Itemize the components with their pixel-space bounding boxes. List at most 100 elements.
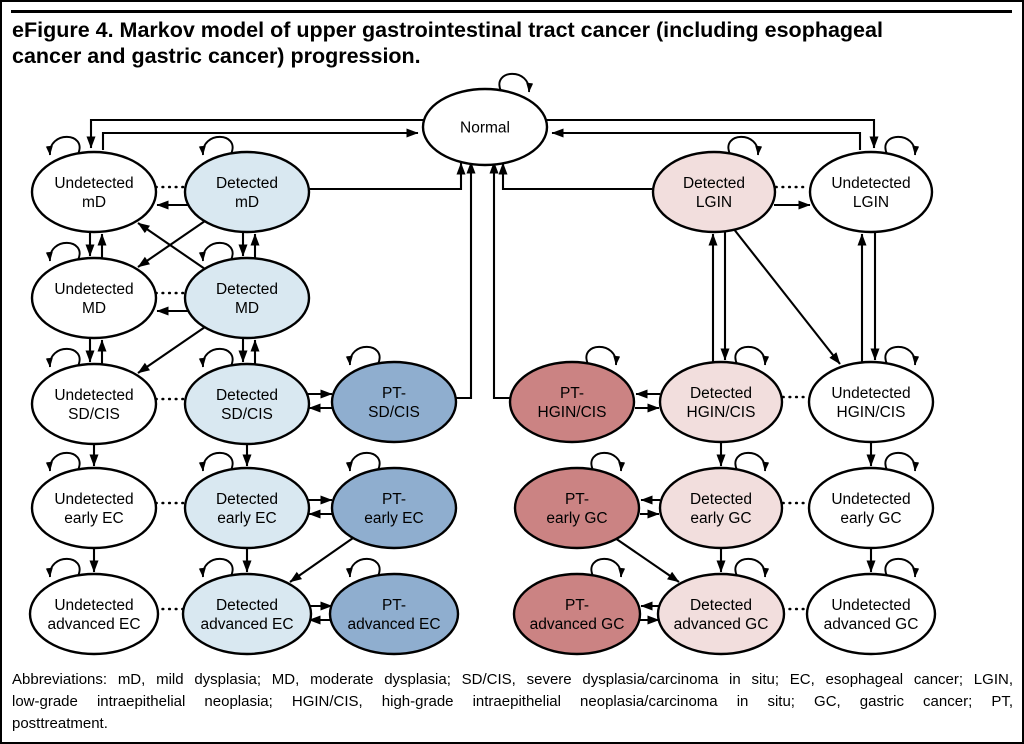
transitions	[85, 118, 880, 625]
self-loop-detected-MD	[198, 241, 234, 262]
self-loop-detected-advanced-EC	[198, 557, 234, 578]
abbreviations-line2: low-grade intraepithelial neoplasia; HGI…	[12, 693, 1013, 710]
state-ellipse-pt-advanced-GC	[512, 572, 642, 656]
self-loop-detected-SDCIS	[198, 347, 234, 368]
figure-title: eFigure 4. Markov model of upper gastroi…	[12, 17, 1014, 69]
transition-undetected-mD--normal	[101, 128, 419, 150]
self-loop-pt-HGINCIS	[585, 345, 621, 366]
state-ellipse-undetected-LGIN	[808, 150, 934, 234]
state-label-pt-early-EC: PT-early EC	[364, 491, 423, 527]
state-ellipse-detected-advanced-EC	[181, 572, 313, 656]
state-ellipse-normal	[421, 87, 549, 167]
self-loop-undetected-LGIN	[884, 135, 920, 156]
self-loop-undetected-advanced-GC	[884, 557, 920, 578]
abbreviations-line1: Abbreviations: mD, mild dysplasia; MD, m…	[12, 671, 1013, 688]
title-rule	[11, 10, 1012, 13]
state-pt-advanced-EC: PT-advanced EC	[328, 557, 460, 656]
state-normal: Normal	[421, 72, 549, 167]
self-loop-detected-mD	[198, 135, 234, 156]
state-ellipse-pt-HGINCIS	[508, 360, 636, 444]
abbreviations-note: Abbreviations: mD, mild dysplasia; MD, m…	[12, 669, 1013, 735]
state-ellipse-undetected-mD	[30, 150, 158, 234]
state-ellipse-undetected-SDCIS	[30, 362, 158, 446]
self-loop-undetected-early-EC	[45, 451, 81, 472]
self-loop-undetected-early-GC	[884, 451, 920, 472]
transition-undetected-LGIN--normal	[551, 128, 862, 150]
state-ellipse-undetected-advanced-GC	[805, 572, 937, 656]
state-label-pt-early-GC: PT-early GC	[546, 491, 607, 527]
transition-normal--undetected-mD	[86, 118, 424, 149]
self-loop-pt-advanced-GC	[590, 557, 626, 578]
state-ellipse-undetected-early-GC	[807, 466, 935, 550]
transition-pt-early-EC--detected-advanced-EC	[289, 537, 354, 583]
state-pt-early-GC: PT-early GC	[513, 451, 641, 550]
state-ellipse-detected-HGINCIS	[658, 360, 784, 444]
self-loop-undetected-SDCIS	[45, 347, 81, 368]
state-ellipse-detected-SDCIS	[183, 362, 311, 446]
state-label-pt-advanced-GC: PT-advanced GC	[530, 597, 625, 633]
transition-detected-mD--undetected-MD	[137, 220, 206, 268]
state-ellipse-detected-advanced-GC	[656, 572, 786, 656]
state-ellipse-detected-mD	[183, 150, 311, 234]
self-loop-pt-advanced-EC	[345, 557, 381, 578]
self-loop-undetected-advanced-EC	[45, 557, 81, 578]
transition-detected-MD--undetected-SDCIS	[137, 326, 206, 374]
state-ellipse-undetected-MD	[30, 256, 158, 340]
transition-detected-LGIN--normal	[498, 162, 652, 191]
self-loop-detected-early-GC	[734, 451, 770, 472]
state-label-pt-SDCIS: PT-SD/CIS	[368, 385, 420, 421]
state-pt-HGINCIS: PT-HGIN/CIS	[508, 345, 636, 444]
state-ellipse-pt-early-EC	[330, 466, 458, 550]
transition-detected-mD--normal	[309, 162, 466, 191]
self-loop-undetected-MD	[45, 241, 81, 262]
self-loop-pt-early-GC	[590, 451, 626, 472]
self-loop-detected-early-EC	[198, 451, 234, 472]
self-loop-normal	[498, 72, 534, 93]
transition-normal--undetected-LGIN	[546, 118, 879, 149]
self-loop-undetected-HGINCIS	[884, 345, 920, 366]
state-ellipse-detected-MD	[183, 256, 311, 340]
self-loop-detected-HGINCIS	[734, 345, 770, 366]
state-pt-SDCIS: PT-SD/CIS	[330, 345, 458, 444]
state-label-normal: Normal	[460, 120, 510, 137]
figure-title-line1: eFigure 4. Markov model of upper gastroi…	[12, 18, 883, 42]
self-loop-detected-advanced-GC	[734, 557, 770, 578]
state-ellipse-pt-SDCIS	[330, 360, 458, 444]
state-label-pt-advanced-EC: PT-advanced EC	[347, 597, 440, 633]
state-ellipse-detected-LGIN	[651, 150, 777, 234]
